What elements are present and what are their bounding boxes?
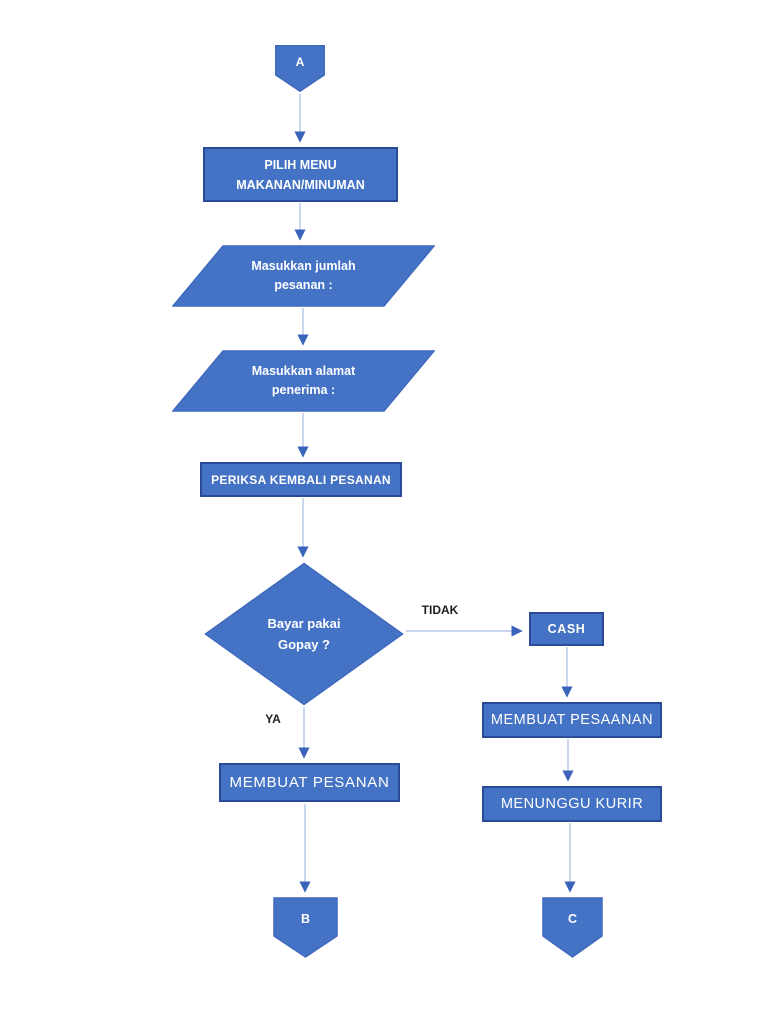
node-membuat-pesanan: MEMBUAT PESANAN [219, 763, 400, 802]
off-page-connector-shape [542, 897, 603, 958]
parallelogram-shape [172, 245, 435, 307]
off-page-connector-shape [273, 897, 338, 958]
node-label-line1: Bayar pakai [267, 616, 341, 631]
edge-label-ya: YA [265, 712, 281, 726]
node-label: MEMBUAT PESANAN [229, 774, 390, 791]
node-connector-b: B [273, 897, 338, 958]
node-label-line2: penerima : [271, 383, 336, 397]
node-decision-bayar-gopay: Bayar pakai Gopay ? [204, 562, 404, 706]
node-label-line1: PILIH MENU [264, 157, 337, 172]
node-periksa-kembali-pesanan: PERIKSA KEMBALI PESANAN [200, 462, 402, 497]
node-cash: CASH [529, 612, 604, 646]
node-label: A [295, 54, 305, 69]
node-label: B [300, 911, 311, 926]
node-label: C [567, 911, 578, 926]
node-label: MENUNGGU KURIR [500, 796, 644, 812]
node-label-line2: Gopay ? [277, 637, 330, 652]
node-connector-c: C [542, 897, 603, 958]
node-alamat-penerima: Masukkan alamat penerima : [172, 350, 435, 412]
node-label-line1: Masukkan alamat [251, 364, 356, 378]
node-jumlah-pesanan: Masukkan jumlah pesanan : [172, 245, 435, 307]
node-label: CASH [547, 622, 586, 636]
diamond-shape [204, 562, 404, 706]
node-label-line1: Masukkan jumlah [251, 259, 356, 273]
off-page-connector-shape [275, 45, 325, 92]
node-connector-a: A [275, 45, 325, 92]
node-label: MEMBUAT PESAANAN [490, 712, 654, 728]
node-membuat-pesaanan: MEMBUAT PESAANAN [482, 702, 662, 738]
node-label: PERIKSA KEMBALI PESANAN [211, 472, 391, 487]
node-pilih-menu: PILIH MENU MAKANAN/MINUMAN [203, 147, 398, 202]
edge-label-tidak: TIDAK [421, 603, 459, 617]
node-menunggu-kurir: MENUNGGU KURIR [482, 786, 662, 822]
node-label-line2: MAKANAN/MINUMAN [236, 177, 365, 192]
node-label-line2: pesanan : [274, 278, 333, 292]
parallelogram-shape [172, 350, 435, 412]
